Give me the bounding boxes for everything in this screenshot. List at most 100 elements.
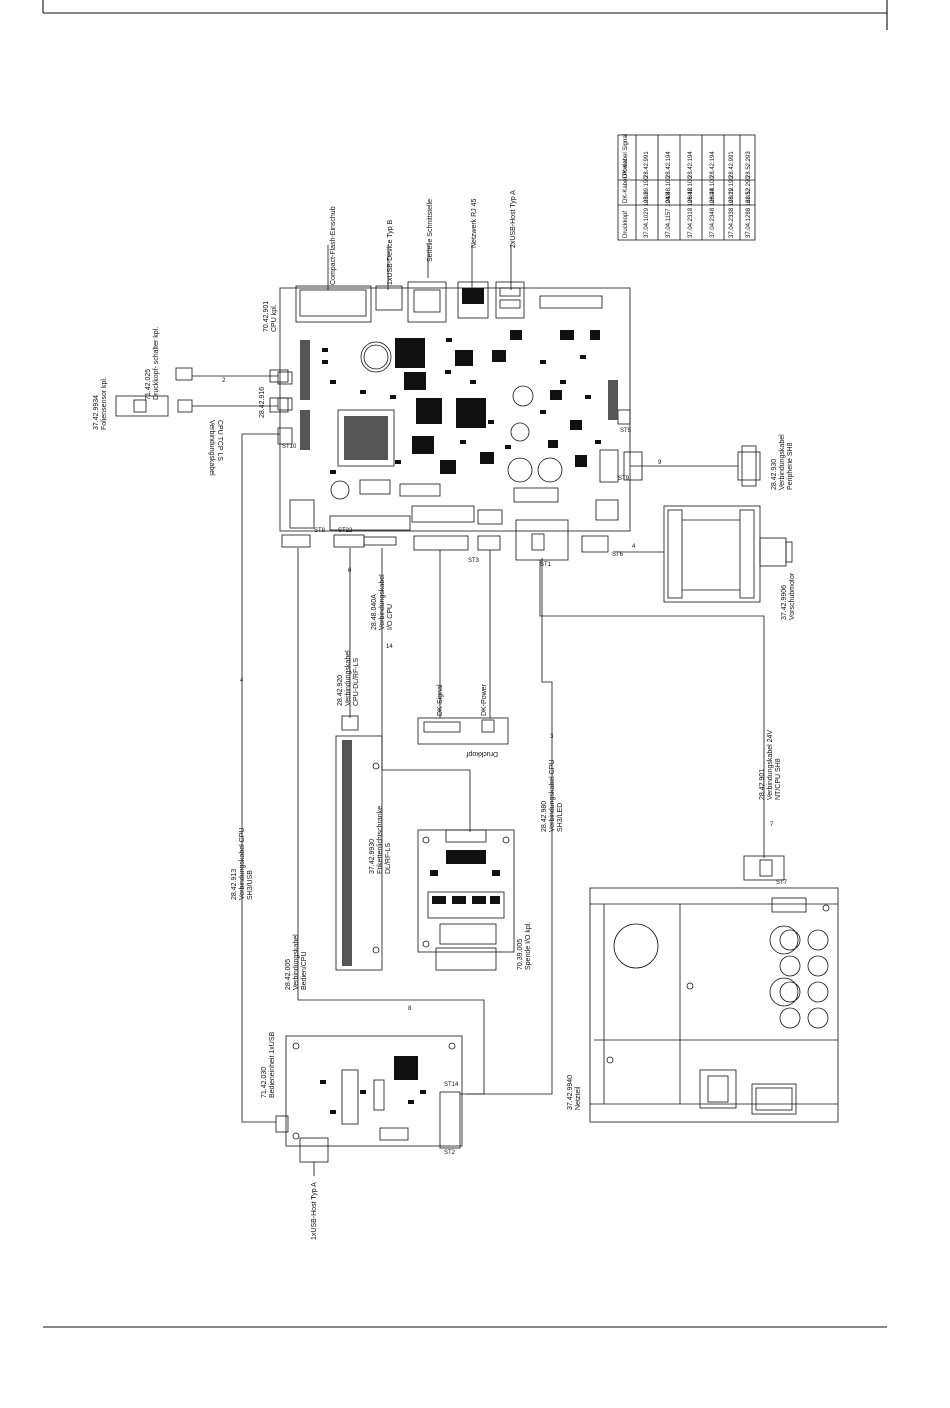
vorschubmotor [614,505,793,603]
cpu-board [277,281,631,532]
table-row-6-power: 28.52.290 [746,176,752,203]
connector-label-st9: ST9 [618,476,630,482]
bedien-cpu-part: 28.42.005 [285,959,292,990]
serial-port [407,281,447,323]
battery [360,341,392,373]
wire-number-2: 2 [222,378,226,384]
chip-3 [416,398,442,424]
table-row-5-head: 37.04.2338 108/12 [729,187,735,238]
druckkopfschalter-part: 71.42.025 [145,369,152,400]
label-compact-flash: Compact-Flash-Einschub [330,206,337,285]
peripherie-sub: Peripherie SH8 [787,442,794,490]
etikettenlicht-part: 37.42.9930 [369,839,376,874]
foliensensor [115,395,289,417]
wire-number-9: 9 [658,460,662,466]
wire-number-4: 4 [240,678,244,684]
kabel-cpu-sh3-name: Verbindungskabel CPU [549,760,556,832]
connector-labels: ST8 ST22 ST3 ST1 ST6 ST9 ST5 ST10 ST7 ST… [282,428,788,1156]
spende-io-name: Spende I/O kpl. [525,922,532,970]
dk-signal-label: DK-Signal [437,684,444,716]
table-row-3-head: 37.04.2318 106/12 [688,187,694,238]
druckkopf-signal-connector [411,505,475,523]
netzteil-part: 37.42.9940 [567,1075,574,1110]
kabel-cpu-dl-part: 28.42.920 [337,675,344,706]
table-row-3-power: 28.48.100 [688,176,694,203]
cpu-part-number: 70.42.901 [263,301,270,332]
netzteil [589,855,839,1123]
connector-label-st10: ST10 [282,444,297,450]
kabel-cpu-sh3-part: 28.42.980 [541,801,548,832]
rj45-port [457,281,489,319]
bedieneinheit-name: Bedieneinheit 1xUSB [269,1032,276,1098]
wire-number-6: 6 [348,568,352,574]
druckkopfschalter-name: Druckkopf- schalter kpl. [153,327,160,400]
label-network: Netzwerk RJ 45 [471,198,478,248]
print-head-table: Druckkopf DK-Kabel Power DK-Kabel Signal… [617,134,756,241]
label-serial: Serielle Schnittstelle [427,199,434,262]
wire-number-4-motor: 4 [632,544,636,550]
chip-4 [456,398,486,428]
connector-label-st22: ST22 [338,528,353,534]
foliensensor-name: Foliensensor kpl. [101,377,108,430]
capacitor-1 [512,385,534,407]
table-row-2-head: 37.04.1157 104/8 [666,191,672,238]
druckkopfschalter [175,367,289,383]
bedien-cpu-name: Verbindungskabel [293,934,300,990]
capacitor-4 [507,457,533,483]
connector-label-st3: ST3 [468,558,480,564]
table-row-2-power: 28.48.100 [666,176,672,203]
spende-io-board [417,829,515,971]
table-header-power: DK-Kabel Power [623,159,629,203]
cpu-name: CPU kpl. [271,304,278,332]
kabel-usb-part: 28.42.913 [231,869,238,900]
druckkopf-label: Druckkopf [466,750,498,757]
table-row-4-power: 28.48.100 [710,176,716,203]
top-connector-labels: Compact-Flash-Einschub 1xUSB-Device Typ … [327,190,517,290]
table-row-4-head: 37.04.2348 106/24 [710,187,716,238]
kabel-cpu-dl-name: Verbindungskabel [345,650,352,706]
capacitor-3 [537,457,563,483]
usb-host-a-label: 1xUSB-Host Typ A [311,1182,318,1240]
kabel-io-part: 28.48.040A [371,594,378,630]
kabel-cpu-ls-part: 28.42.916 [259,387,266,418]
bedieneinheit-board [275,1035,463,1176]
etikettenlicht-name: Etikettenlichtschranke [377,806,384,874]
table-row-1-signal: 28.42.991 [644,151,650,178]
kabel-nt-sub: NT/CPU SH8 [775,758,782,800]
usb-host-port [495,281,525,319]
kabel-cpu-dl-sub: CPU-DL/RF-LS [353,657,360,706]
capacitor-2 [510,422,530,442]
connector-label-st1: ST1 [540,562,552,568]
netzteil-name: Netzteil [575,1086,582,1110]
kabel-io-name: Verbindungskabel [379,574,386,630]
druckkopf-connector [417,717,509,745]
kabel-cpu-ls-name: Verbindungskabel [208,420,215,476]
compact-flash-slot [295,285,372,323]
kabel-io-sub: I/O CPU [387,604,394,630]
cpu-bottom-connectors [281,519,609,561]
etikettenlichtschranke [335,715,383,971]
table-row-6-head: 37.04.1288 162/12 [746,187,752,238]
kabel-cpu-ls-sub: CPU TCP LS [216,420,223,461]
cpu-chip [337,409,395,467]
connector-label-st7: ST7 [776,880,788,886]
foliensensor-part: 37.42.9934 [93,395,100,430]
table-row-5-power: 28.29.190 [729,176,735,203]
bedieneinheit-part: 71.42.030 [261,1067,268,1098]
table-row-5-signal: 28.42.991 [729,151,735,178]
label-usb-host: 2xUSB-Host Typ A [510,190,517,248]
vorschubmotor-name: Vorschubmotor [789,572,796,620]
wire-number-8: 8 [408,1006,412,1012]
wire-number-3: 3 [550,734,554,740]
bedien-cpu-sub: Bedien/CPU [301,951,308,990]
kabel-cpu-sh3-sub: SH3/LED [557,803,564,832]
wire-number-7: 7 [770,822,774,828]
connector-label-st2: ST2 [444,1150,456,1156]
table-row-3-signal: 28.42.194 [688,151,694,178]
cables [241,433,765,1123]
spende-io-part: 70.39.005 [517,939,524,970]
chip-2 [395,338,425,368]
connector-label-st14: ST14 [444,1082,459,1088]
table-row-6-signal: 28.52.293 [746,151,752,178]
